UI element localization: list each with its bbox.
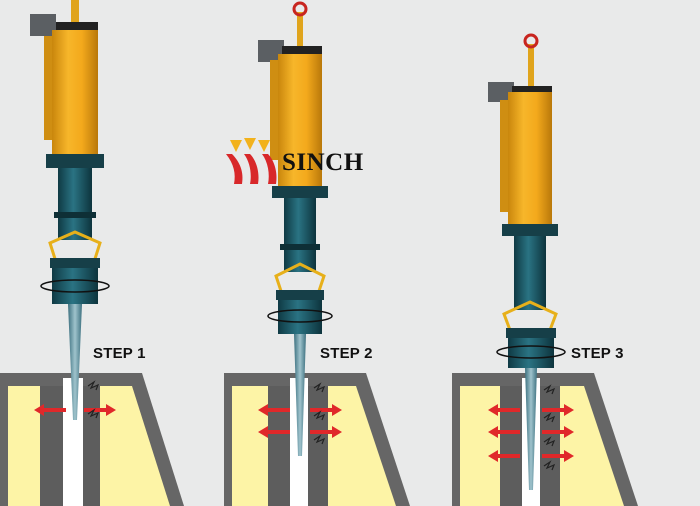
crack-marks-2 (313, 382, 326, 445)
ground-block-3 (452, 373, 638, 506)
step-label-3: STEP 3 (571, 345, 624, 362)
brand-mark-icon (226, 138, 277, 184)
splitter-machine-3 (488, 33, 566, 490)
crack-marks-1 (87, 380, 100, 419)
crack-marks-3 (543, 384, 556, 471)
step-label-1: STEP 1 (93, 345, 146, 362)
force-arrows-1 (34, 404, 116, 416)
force-arrows-2 (258, 404, 342, 438)
splitter-machine-1 (30, 0, 110, 420)
brand-logo: SINCH (222, 136, 382, 186)
brand-name: SINCH (282, 149, 364, 176)
force-arrows-3 (488, 404, 574, 462)
step-label-2: STEP 2 (320, 345, 373, 362)
ground-block-2 (224, 373, 410, 506)
splitter-machine-2 (258, 1, 333, 456)
ground-block-1 (0, 373, 184, 506)
borehole (63, 378, 83, 506)
